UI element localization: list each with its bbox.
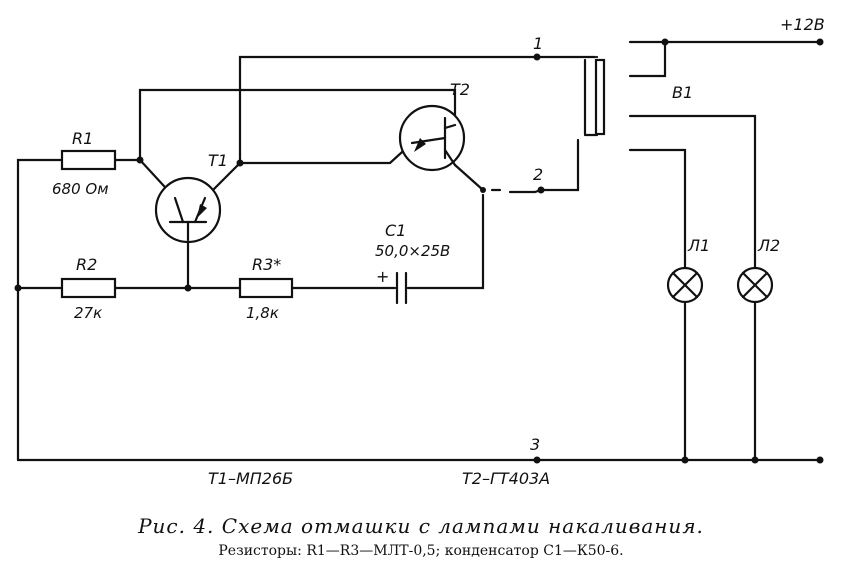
terminal-1-label: 1: [533, 34, 543, 53]
resistor-r2: [60, 277, 117, 299]
label-l2: Л2: [757, 236, 780, 255]
label-r3-name: R3*: [252, 255, 281, 274]
label-r3-value: 1,8к: [246, 304, 279, 322]
switch-b1: [583, 58, 606, 136]
transistor-t1: [154, 176, 222, 244]
label-c1-value: 50,0×25В: [375, 242, 450, 260]
resistor-r3: [238, 277, 294, 299]
label-b1: В1: [672, 83, 693, 102]
label-r1-value: 680 Ом: [52, 180, 109, 198]
circuit-schematic: R1 680 Ом R2 27к R3* 1,8к C1 50,0×25В + …: [14, 15, 825, 488]
t1-type-label: Т1–МП26Б: [208, 469, 293, 488]
label-r1-name: R1: [72, 129, 93, 148]
label-t1: T1: [208, 151, 228, 170]
t2-type-label: Т2–ГТ403А: [462, 469, 550, 488]
junction-dots: [14, 38, 824, 464]
label-r2-name: R2: [76, 255, 97, 274]
label-c1-name: C1: [385, 221, 406, 240]
supply-label: +12В: [780, 15, 825, 34]
terminal-3-label: 3: [530, 435, 540, 454]
transistor-t2: [398, 104, 466, 172]
lamp-l2: [736, 266, 774, 304]
label-r2-value: 27к: [74, 304, 102, 322]
wires: [16, 40, 822, 462]
figure-caption-title: Рис. 4. Схема отмашки с лампами накалива…: [138, 514, 704, 538]
label-c1-polarity: +: [376, 267, 389, 286]
label-t2: T2: [450, 80, 470, 99]
capacitor-c1: [395, 271, 408, 305]
lamp-l1: [666, 266, 704, 304]
terminal-2-label: 2: [533, 165, 543, 184]
figure-caption-subtitle: Резисторы: R1—R3—МЛТ-0,5; конденсатор C1…: [218, 543, 624, 559]
label-l1: Л1: [687, 236, 710, 255]
resistor-r1: [60, 149, 117, 171]
